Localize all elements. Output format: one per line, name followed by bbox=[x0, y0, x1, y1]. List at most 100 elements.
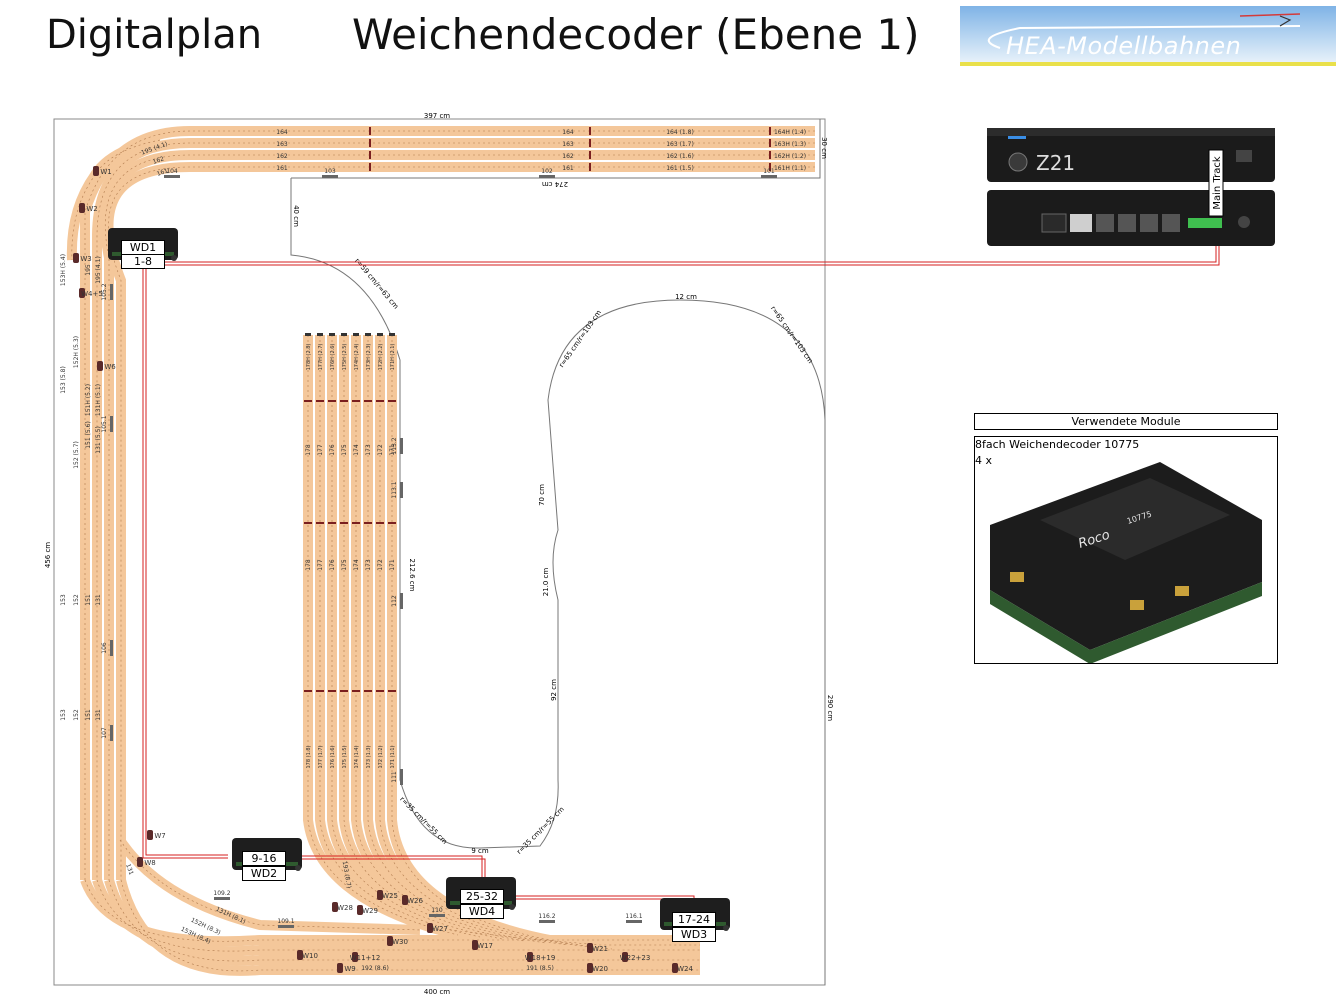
switch-label: W4+5 bbox=[81, 290, 103, 298]
switch-label: W1 bbox=[100, 168, 111, 176]
dim-small: 9 cm bbox=[471, 847, 489, 855]
switch-motor bbox=[79, 203, 85, 213]
dim-inner-top: 274 cm bbox=[542, 180, 568, 188]
decoder-wd3-range: 17-24 bbox=[672, 912, 716, 927]
left-track-label: 151 bbox=[85, 594, 92, 606]
logo-text: HEA-Modellbahnen bbox=[1006, 32, 1242, 60]
curve-label: 161 bbox=[156, 167, 169, 178]
switch-label: W30 bbox=[392, 938, 408, 946]
track-ties bbox=[331, 335, 503, 940]
yard-track-label: 171 bbox=[389, 444, 396, 456]
track-ties bbox=[355, 335, 547, 944]
switch-label: W6 bbox=[104, 363, 116, 371]
module-name: 8fach Weichendecoder 10775 bbox=[975, 438, 1140, 451]
switch-motor bbox=[377, 890, 383, 900]
switch-label: W24 bbox=[677, 965, 693, 973]
track-ties bbox=[120, 879, 700, 972]
bottom-track-label: 193 (8.7) bbox=[341, 861, 353, 889]
track-band bbox=[103, 162, 815, 880]
track-separator bbox=[352, 690, 360, 692]
switch-label: W29 bbox=[362, 907, 378, 915]
track-ties bbox=[96, 879, 700, 952]
track-separator bbox=[369, 163, 371, 171]
track-ties bbox=[449, 929, 700, 946]
track-ties bbox=[307, 335, 459, 936]
bottom-track-label: 192 (8.6) bbox=[361, 965, 389, 972]
switch-label: W2 bbox=[86, 205, 97, 213]
track-separator bbox=[340, 522, 348, 524]
yard-track-label: 175 bbox=[341, 559, 348, 571]
yard-track-label: 176 bbox=[329, 559, 336, 571]
track-ties bbox=[105, 154, 815, 880]
decoder-mount bbox=[171, 255, 177, 261]
track-separator bbox=[769, 127, 771, 135]
switch-label: W21 bbox=[592, 945, 608, 953]
yard-track-label: 176 bbox=[329, 444, 336, 456]
track-separator bbox=[364, 400, 372, 402]
decoder-mount bbox=[509, 904, 515, 910]
yard-track-label: 174H (2.4) bbox=[354, 344, 360, 371]
dim-loop-left-2: 21.0 cm bbox=[542, 568, 550, 597]
track-separator bbox=[369, 127, 371, 135]
buffer-stop bbox=[353, 333, 359, 336]
yard-track-label: 172 (1.2) bbox=[378, 745, 384, 768]
sensor-marker bbox=[400, 438, 403, 454]
sensor-marker bbox=[278, 925, 294, 928]
yard-track-label: 172H (2.2) bbox=[378, 344, 384, 371]
yard-track-label: 171H (2.1) bbox=[390, 344, 396, 371]
track-band bbox=[80, 126, 815, 880]
yard-track-label: 174 bbox=[353, 444, 360, 456]
track-separator bbox=[376, 522, 384, 524]
switch-label: W9 bbox=[344, 965, 355, 973]
track-ties bbox=[367, 335, 569, 946]
sensor-label: 109.2 bbox=[213, 890, 230, 897]
switch-motor bbox=[137, 857, 143, 867]
sensor-marker bbox=[110, 640, 113, 656]
switch-motor bbox=[587, 943, 593, 953]
track-ties bbox=[119, 839, 421, 931]
switch-motor bbox=[73, 253, 79, 263]
yard-track-label: 178 (1.8) bbox=[306, 745, 312, 768]
left-track-label: 152 bbox=[73, 709, 80, 721]
switch-motor bbox=[97, 361, 103, 371]
top-track-label: 162 bbox=[276, 153, 288, 160]
yard-track-label: 171 (1.1) bbox=[390, 745, 396, 768]
sensor-label: 112 bbox=[391, 595, 398, 607]
track-separator bbox=[589, 139, 591, 147]
yard-track-label: 176 (1.6) bbox=[330, 745, 336, 768]
top-track-label: 162 (1.6) bbox=[666, 153, 694, 160]
switch-motor bbox=[427, 923, 433, 933]
yard-track-label: 177 bbox=[317, 444, 324, 456]
sensor-label: 116.1 bbox=[625, 913, 642, 920]
yard-track-label: 177 bbox=[317, 559, 324, 571]
track-separator bbox=[316, 400, 324, 402]
brand-logo bbox=[960, 6, 1336, 66]
dim-radius-2: r=65 cm/r=103 cm bbox=[558, 309, 604, 369]
bottom-track-label: 191 (8.5) bbox=[526, 965, 554, 972]
decoder-mount bbox=[723, 925, 729, 931]
sensor-marker bbox=[761, 175, 777, 178]
switch-label: W3 bbox=[80, 255, 91, 263]
switch-label: W27 bbox=[432, 925, 448, 933]
left-track-label: 152 (5.7) bbox=[73, 441, 80, 469]
buffer-stop bbox=[389, 333, 395, 336]
roco-decoder-image: Roco 10775 bbox=[990, 462, 1262, 664]
yard-track-label: 175 bbox=[341, 444, 348, 456]
yard-track-label: 178 bbox=[305, 559, 312, 571]
dim-inner-left: 40 cm bbox=[292, 205, 300, 227]
page-title-left: Digitalplan bbox=[46, 12, 263, 58]
modules-panel bbox=[974, 436, 1278, 664]
sensor-marker bbox=[400, 482, 403, 498]
switch-label: W26 bbox=[407, 897, 423, 905]
switch-motor bbox=[402, 895, 408, 905]
track-band bbox=[387, 335, 613, 954]
track-separator bbox=[364, 690, 372, 692]
track-separator bbox=[376, 690, 384, 692]
track-ties bbox=[108, 166, 815, 880]
track-ties bbox=[84, 130, 815, 880]
top-track-label: 163 bbox=[276, 141, 288, 148]
dim-loop-top: 12 cm bbox=[675, 293, 697, 301]
track-band bbox=[100, 150, 815, 880]
decoder-wd3-name: WD3 bbox=[672, 927, 716, 942]
